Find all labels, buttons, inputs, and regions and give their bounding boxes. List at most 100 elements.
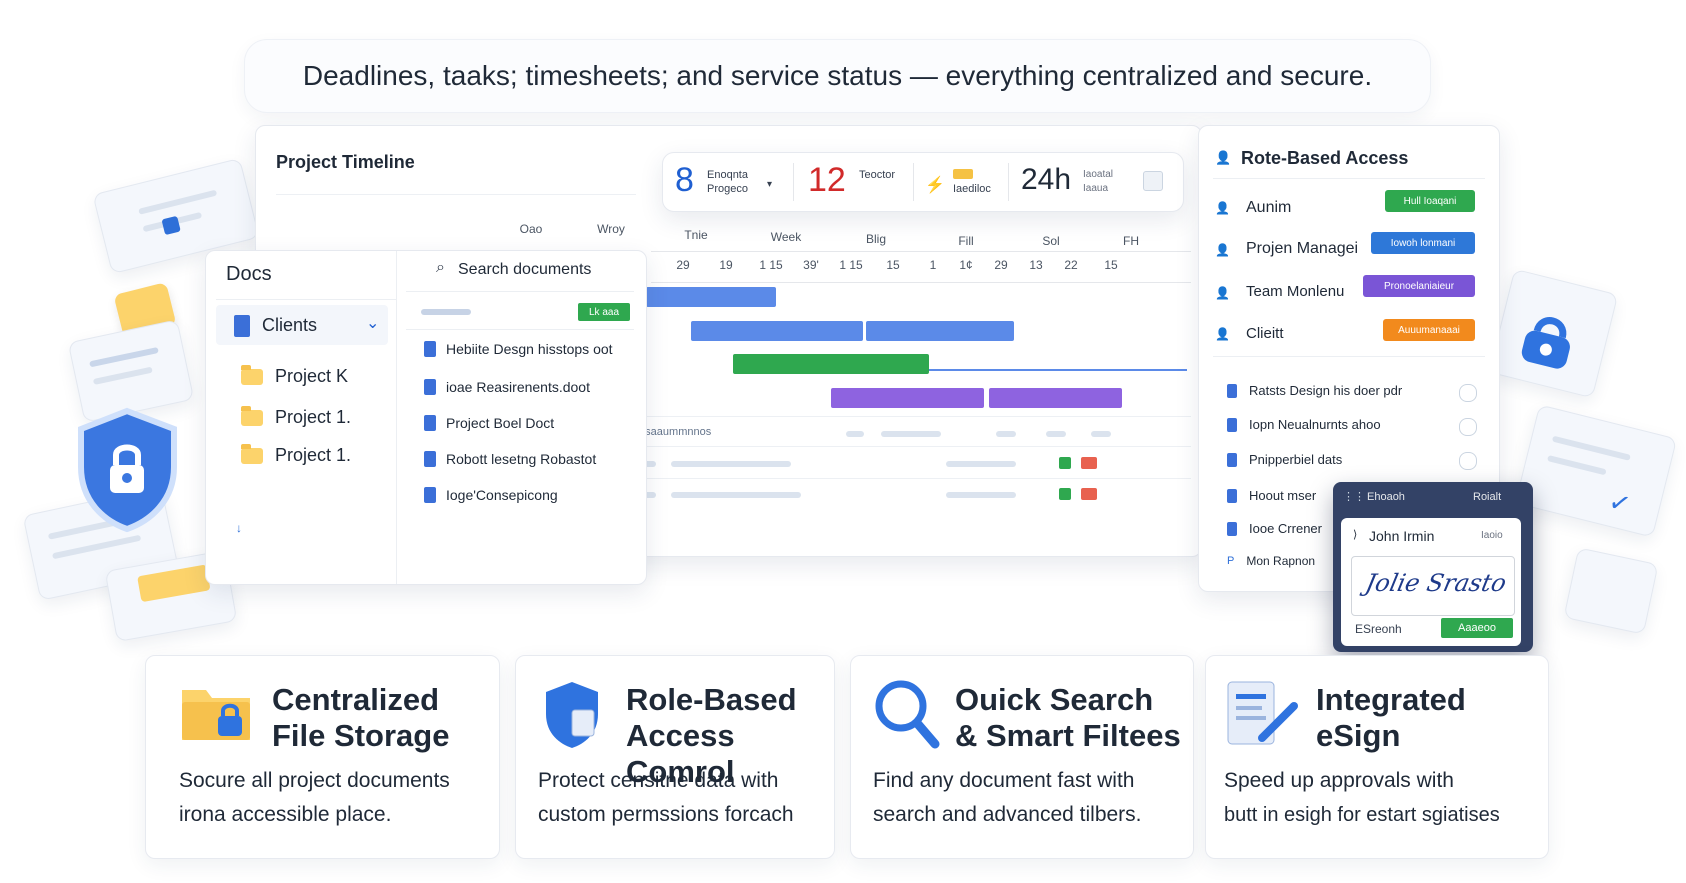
feature-desc: Socure all project documents [179, 769, 450, 792]
folder-item[interactable]: Project 1. [241, 405, 351, 428]
folder-icon [241, 364, 263, 385]
docs-search-input[interactable]: Search documents [458, 261, 592, 278]
esign-tab[interactable]: Ehoaoh [1367, 491, 1405, 503]
date-tick: 29 [994, 258, 1008, 272]
file-item[interactable]: ioae Reasirenents.doot [424, 379, 590, 395]
gantt-bar[interactable] [866, 321, 1014, 341]
role-badge[interactable]: Hull Ioaqani [1385, 190, 1475, 212]
signer-name: John Irmin [1369, 528, 1435, 544]
role-icon: 👤 [1215, 286, 1230, 300]
gantt-bar[interactable] [733, 354, 929, 374]
calendar-icon[interactable] [1143, 171, 1163, 191]
divider [601, 416, 1191, 417]
stat-hours-sublabel: Iaaua [1083, 183, 1109, 194]
gantt-bar[interactable] [646, 287, 776, 307]
folder-label: Project K [275, 366, 349, 386]
role-name: Clieitt [1246, 325, 1284, 342]
file-item[interactable]: Project Boel Doct [424, 415, 554, 431]
folder-icon [241, 405, 263, 426]
document-icon: P [1227, 555, 1235, 567]
folder-item[interactable]: Project 1. [241, 443, 351, 466]
folder-item[interactable]: Project K [241, 364, 349, 387]
divider [793, 163, 794, 201]
headline-banner: Deadlines, taaks; timesheets; and servic… [245, 40, 1430, 112]
document-icon [1227, 452, 1237, 467]
file-item[interactable]: Hoout mser [1227, 488, 1316, 503]
download-icon[interactable]: ↓ [236, 521, 242, 535]
date-tick: 39' [803, 258, 819, 272]
clients-dropdown[interactable]: Clients ⌄ [216, 305, 388, 345]
stat-warning-label: Iaediloc [953, 183, 991, 195]
stats-card: 8 Enoqnta Progeco ▾ 12 Teoctor ⚡ Iaedilo… [662, 152, 1184, 212]
timeline-search-input[interactable]: Iesaaummnnos [636, 426, 712, 438]
feature-desc: irona accessible place. [179, 803, 392, 826]
document-icon [1227, 383, 1237, 398]
date-tick: 29 [676, 258, 690, 272]
feature-title: Centralized [272, 682, 440, 717]
file-item[interactable]: Pnipperbiel dats [1227, 452, 1342, 467]
file-item[interactable]: Iopn Neualnurnts ahoo [1227, 417, 1381, 432]
document-icon [1227, 488, 1237, 503]
stat-projects-value: 8 [675, 161, 694, 199]
file-item[interactable]: Ioge'Consepicong [424, 487, 558, 503]
feature-desc: search and advanced tilbers. [873, 803, 1142, 826]
document-icon [424, 487, 436, 503]
lock-icon [1521, 317, 1570, 369]
file-item[interactable]: Ratsts Design his doer pdr [1227, 383, 1402, 398]
feature-desc: Speed up approvals with [1224, 769, 1454, 792]
docs-search[interactable]: ⌕ Search documents [406, 251, 634, 292]
document-icon [1227, 417, 1237, 432]
sign-button[interactable]: Aaaeoo [1441, 618, 1513, 638]
expand-icon[interactable] [1459, 452, 1477, 470]
document-pen-icon [1227, 681, 1298, 745]
signature-pad[interactable]: ⟩ John Irmin Iaoio Jolie Srasto ESreonh … [1341, 518, 1521, 646]
timeline-label: Blig [865, 232, 886, 246]
expand-icon[interactable] [1459, 384, 1477, 402]
signature-box[interactable]: Jolie Srasto [1351, 556, 1515, 616]
folder-lock-icon [182, 690, 250, 740]
document-icon [424, 451, 436, 467]
gantt-bar[interactable] [831, 388, 984, 408]
feature-card-access: Role-Based Access Comrol Protect censitn… [515, 655, 835, 859]
role-name: Team Monlenu [1246, 283, 1345, 300]
gantt-bar[interactable] [691, 321, 863, 341]
docs-title: Docs [226, 263, 272, 285]
divider [601, 446, 1191, 447]
dependency-line [929, 369, 1187, 371]
folder-icon [241, 443, 263, 464]
date-tick: 15 [886, 258, 900, 272]
divider [1008, 163, 1009, 201]
file-name: Pnipperbiel dats [1249, 452, 1343, 467]
gantt-bar[interactable] [989, 388, 1122, 408]
decor-card [1488, 268, 1619, 399]
divider [396, 251, 397, 584]
document-icon [424, 379, 436, 395]
divider [601, 478, 1191, 479]
status-green-indicator [1059, 457, 1071, 469]
file-name: Project Boel Doct [446, 415, 555, 431]
timeline-label: Sol [1042, 234, 1060, 248]
chevron-down-icon[interactable]: ▾ [767, 179, 773, 190]
role-badge[interactable]: Pronoelaniaieur [1363, 275, 1475, 297]
role-badge[interactable]: Auuumanaaai [1383, 319, 1475, 341]
stat-tasks-value: 12 [808, 161, 846, 199]
document-icon [1227, 521, 1237, 536]
status-green-indicator [1059, 488, 1071, 500]
divider [276, 194, 636, 195]
timeline-label: Fill [958, 234, 974, 248]
file-item[interactable]: Hebiite Desgn hisstops oot [424, 341, 613, 357]
stat-tasks-label: Teoctor [859, 169, 896, 181]
date-tick: 19 [719, 258, 733, 272]
document-icon [424, 341, 436, 357]
role-badge[interactable]: Iowoh lonmani [1371, 232, 1475, 254]
file-item[interactable]: Iooe Crrener [1227, 521, 1322, 536]
esign-tab[interactable]: Roialt [1473, 491, 1502, 503]
expand-icon[interactable] [1459, 418, 1477, 436]
file-name: Robott lesetng Robastot [446, 451, 597, 467]
divider [1213, 356, 1485, 357]
file-name: Iopn Neualnurnts ahoo [1249, 417, 1381, 432]
file-item[interactable]: Robott lesetng Robastot [424, 451, 596, 467]
feature-title: & Smart Filtees [955, 718, 1181, 753]
timeline-label: Oao [519, 222, 543, 236]
